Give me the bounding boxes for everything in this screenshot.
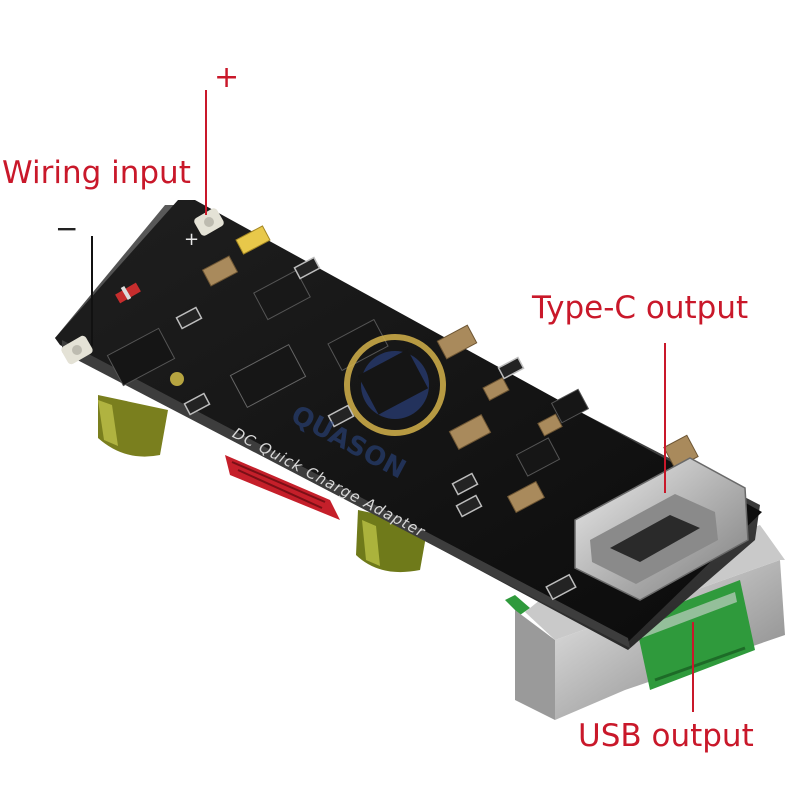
plus-lead-line: [205, 90, 207, 215]
type-c-lead-line: [664, 343, 666, 493]
electrolytic-capacitor-left: [98, 395, 168, 457]
fuse: [235, 225, 271, 255]
diode: [115, 282, 141, 304]
mounting-hole: [170, 372, 184, 386]
solder-pad-plus: [194, 208, 224, 236]
pad-plus-mark: +: [184, 229, 200, 250]
wiring-input-label: Wiring input: [2, 155, 191, 191]
inductor-coil: [225, 455, 340, 520]
minus-label: −: [55, 212, 79, 245]
smd-chips: [106, 269, 590, 477]
watermark-logo: [344, 334, 446, 436]
smd-resistors: [175, 256, 577, 601]
type-c-output-label: Type-C output: [532, 290, 749, 326]
usb-output-label: USB output: [578, 718, 754, 754]
usb-green-base: [505, 595, 530, 615]
type-c-connector: [574, 457, 749, 601]
minus-lead-line: [91, 236, 93, 346]
solder-pad-minus: [61, 335, 93, 365]
usb-lead-line: [692, 622, 694, 712]
ceramic-capacitors: [201, 255, 699, 514]
plus-label: +: [214, 60, 240, 95]
